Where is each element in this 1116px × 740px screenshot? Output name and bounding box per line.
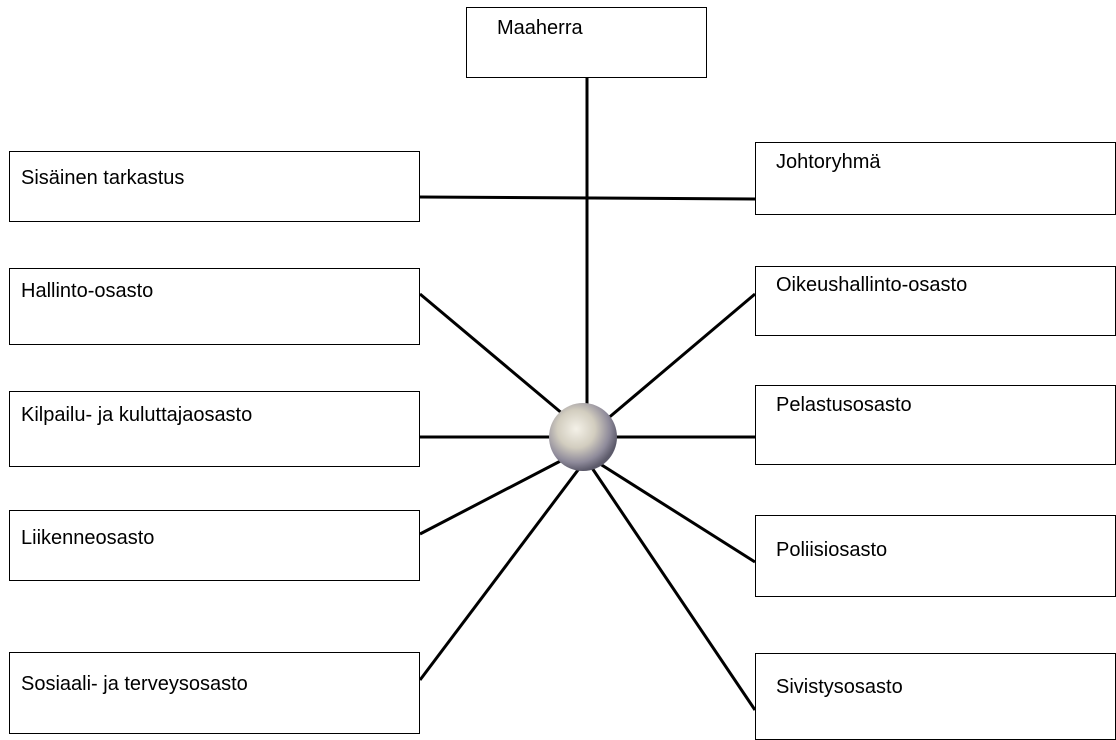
box-sivistysosasto: Sivistysosasto (755, 653, 1116, 740)
box-label: Poliisiosasto (776, 539, 888, 561)
connector-sisainen-johtoryhma (419, 195, 756, 201)
box-maaherra: Maaherra (466, 7, 707, 78)
sphere-hub-icon (549, 403, 617, 471)
box-label: Sivistysosasto (776, 676, 903, 698)
box-pelastusosasto: Pelastusosasto (755, 385, 1116, 465)
box-johtoryhma: Johtoryhmä (755, 142, 1116, 215)
connector-sosiaali (418, 461, 586, 681)
box-hallinto-osasto: Hallinto-osasto (9, 268, 420, 345)
box-sisainen-tarkastus: Sisäinen tarkastus (9, 151, 420, 222)
box-sosiaali-ja-terveysosasto: Sosiaali- ja terveysosasto (9, 652, 420, 734)
box-kilpailu-ja-kuluttajaosasto: Kilpailu- ja kuluttajaosasto (9, 391, 420, 467)
box-label: Hallinto-osasto (21, 280, 154, 302)
box-poliisiosasto: Poliisiosasto (755, 515, 1116, 597)
box-label: Oikeushallinto-osasto (776, 274, 968, 296)
box-label: Pelastusosasto (776, 394, 912, 416)
box-liikenneosasto: Liikenneosasto (9, 510, 420, 581)
box-label: Liikenneosasto (21, 527, 155, 549)
box-label: Sosiaali- ja terveysosasto (21, 673, 248, 695)
connector-liikenne (419, 453, 573, 536)
connector-sivistys (586, 461, 757, 711)
connector-hallinto (419, 292, 571, 422)
connector-poliisi (596, 460, 756, 564)
connector-oikeus (605, 292, 756, 422)
box-oikeushallinto-osasto: Oikeushallinto-osasto (755, 266, 1116, 336)
box-label: Johtoryhmä (776, 151, 881, 173)
box-label: Kilpailu- ja kuluttajaosasto (21, 404, 253, 426)
box-label: Maaherra (497, 17, 583, 39)
box-label: Sisäinen tarkastus (21, 167, 185, 189)
